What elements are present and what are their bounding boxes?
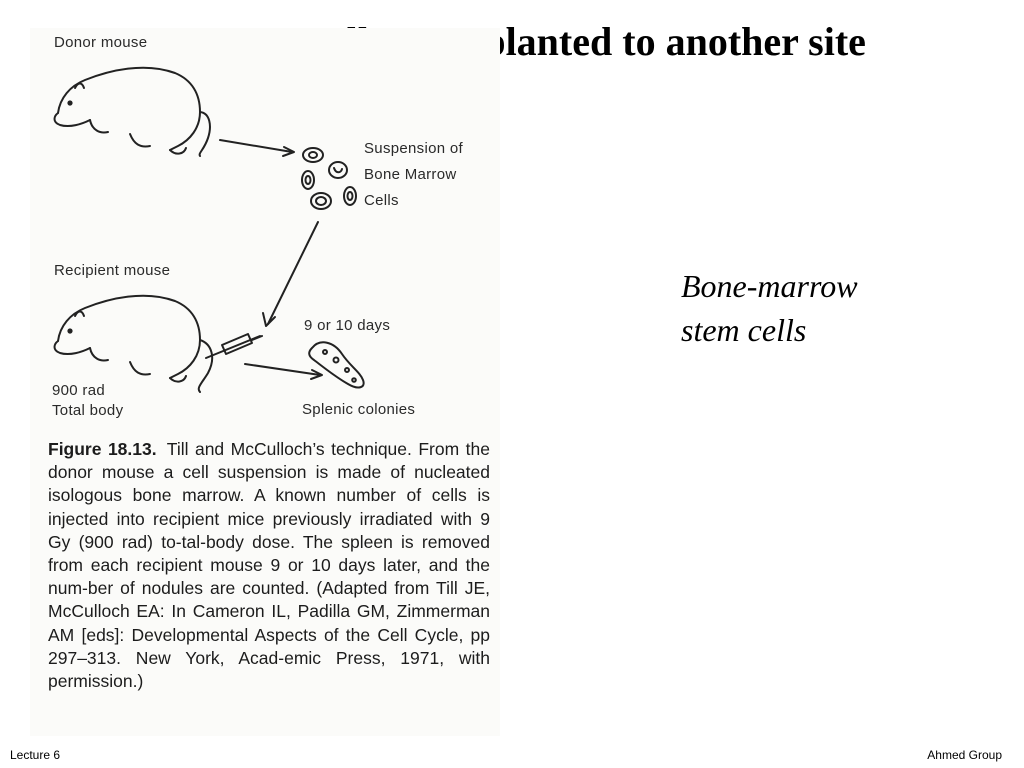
spleen-illustration [308, 341, 365, 389]
recipient-mouse-label: Recipient mouse [54, 262, 171, 279]
dose-label-line-2: Total body [52, 402, 124, 419]
suspension-label-line-2: Bone Marrow [364, 166, 457, 183]
side-note-line-2: stem cells [681, 312, 807, 348]
side-note: Bone-marrow stem cells [681, 264, 981, 352]
donor-mouse-illustration [53, 66, 211, 157]
caption-text: Till and McCulloch’s technique. From the… [48, 439, 490, 692]
bone-marrow-cells-illustration [301, 147, 357, 210]
recipient-mouse-illustration [53, 294, 214, 393]
arrow-head-3 [310, 369, 323, 380]
syringe-illustration [205, 333, 263, 359]
footer-group: Ahmed Group [927, 748, 1002, 762]
splenic-colonies-label: Splenic colonies [302, 401, 416, 418]
figure-illustration [53, 66, 365, 393]
figure-caption: Figure 18.13. Till and McCulloch’s techn… [48, 438, 490, 693]
suspension-label-line-3: Cells [364, 192, 399, 209]
arrow-suspension-to-syringe [267, 221, 319, 325]
arrow-head-2 [262, 312, 276, 327]
suspension-label: Suspension of Bone Marrow Cells [364, 136, 463, 214]
footer-lecture: Lecture 6 [10, 748, 61, 762]
dose-label-line-1: 900 rad [52, 382, 105, 399]
side-note-line-1: Bone-marrow [681, 268, 858, 304]
arrow-head-1 [282, 146, 295, 157]
donor-mouse-label: Donor mouse [54, 34, 148, 51]
suspension-label-line-1: Suspension of [364, 140, 463, 157]
arrow-donor-to-suspension [219, 139, 293, 153]
days-label: 9 or 10 days [304, 317, 391, 334]
dose-label: 900 rad Total body [52, 381, 123, 421]
arrow-to-spleen [244, 363, 321, 376]
caption-label: Figure 18.13. [48, 439, 157, 459]
figure-panel: Donor mouse Suspension of Bone Marrow Ce… [30, 28, 500, 736]
